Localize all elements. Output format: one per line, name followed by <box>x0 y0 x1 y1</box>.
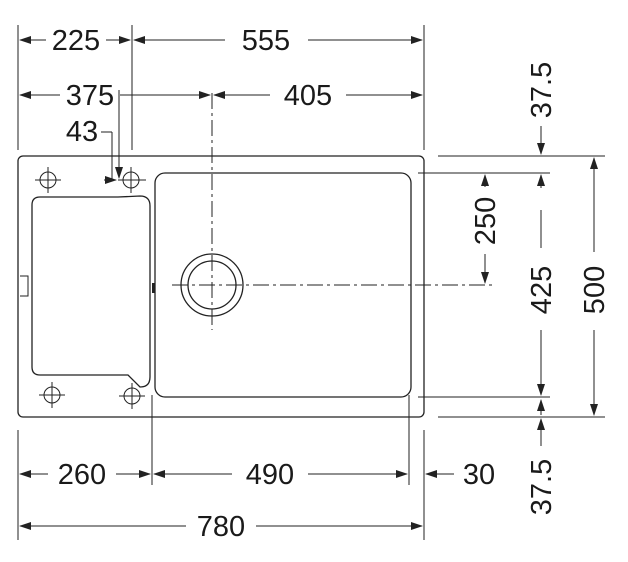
tap-hole-bottom-left <box>39 382 65 408</box>
dim-row-1: 225 555 <box>19 25 423 57</box>
dim-490: 490 <box>246 459 294 491</box>
extension-lines <box>17 25 605 540</box>
dim-405: 405 <box>284 80 332 112</box>
drainer-outline <box>31 195 151 388</box>
dim-425-label: 425 <box>526 266 558 314</box>
dim-43-label: 43 <box>66 116 98 148</box>
dim-row-bottom-2: 780 <box>19 511 423 543</box>
dim-43: 43 <box>66 116 146 184</box>
dim-37-bottom: 37.5 <box>526 399 558 515</box>
dim-555: 555 <box>242 25 290 57</box>
sink-body <box>17 155 425 418</box>
dim-375: 375 <box>66 80 114 112</box>
dim-780: 780 <box>197 511 245 543</box>
dim-260: 260 <box>58 459 106 491</box>
tap-hole-top-left <box>35 167 61 193</box>
dim-500: 500 <box>579 157 611 416</box>
dim-500-label: 500 <box>579 266 611 314</box>
dim-250: 250 <box>470 174 502 284</box>
dim-37-5-top-label: 37.5 <box>526 62 558 118</box>
dim-425: 425 <box>526 210 558 396</box>
dim-225: 225 <box>52 25 100 57</box>
sink-outer-outline <box>17 155 425 418</box>
dim-37-5-bottom-label: 37.5 <box>526 459 558 515</box>
dim-37-top: 37.5 <box>526 62 558 188</box>
dim-row-bottom-1: 260 490 30 <box>19 459 495 491</box>
dim-30: 30 <box>463 459 495 491</box>
dim-250-label: 250 <box>470 197 502 245</box>
dim-row-2: 375 405 <box>19 80 423 112</box>
tap-hole-bottom-right <box>119 383 145 409</box>
overflow-slot <box>20 275 29 297</box>
divider-nub <box>152 283 155 293</box>
